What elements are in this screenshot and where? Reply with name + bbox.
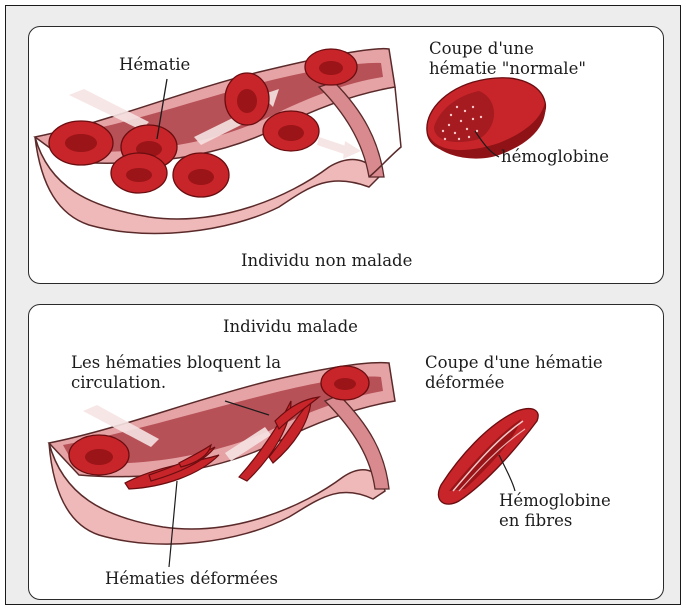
blockage-line2: circulation. [71, 373, 166, 394]
fiber-pointer [499, 455, 515, 491]
deformed-label: Hématies déformées [105, 569, 278, 590]
fiber-label-line1: Hémoglobine [499, 491, 611, 512]
normal-panel: Hématie Coupe d'une hématie "normale" hé… [28, 26, 664, 284]
deformed-pointer [169, 481, 177, 567]
section-title-line1: Coupe d'une hématie [425, 353, 603, 374]
blockage-line1: Les hématies bloquent la [71, 353, 281, 374]
section-title-line1: Coupe d'une [429, 39, 534, 60]
normal-caption: Individu non malade [241, 251, 412, 272]
hemoglobin-label: hémoglobine [501, 147, 609, 168]
figure-frame: Hématie Coupe d'une hématie "normale" hé… [5, 5, 681, 605]
fiber-label-line2: en fibres [499, 511, 572, 532]
section-title-line2: déformée [425, 373, 504, 394]
section-title-line2: hématie "normale" [429, 59, 586, 80]
rbc-label: Hématie [119, 55, 190, 76]
sickle-rbc-section [438, 409, 538, 505]
sick-panel: Individu malade Les hématies bloquent la… [28, 304, 664, 600]
sick-illustration [29, 305, 664, 600]
sick-caption: Individu malade [223, 317, 358, 338]
